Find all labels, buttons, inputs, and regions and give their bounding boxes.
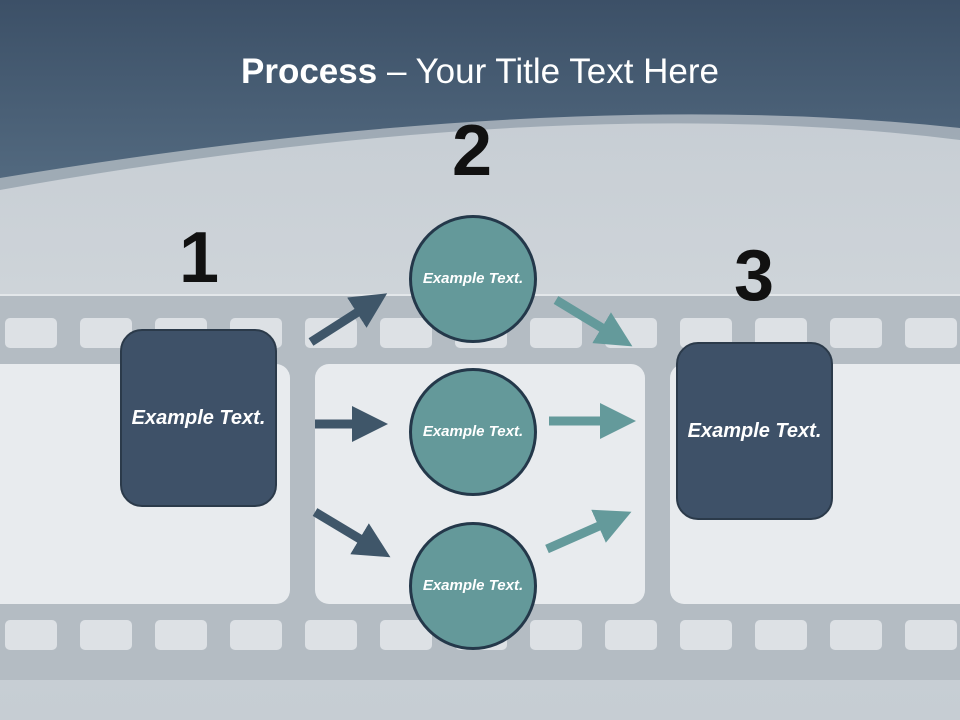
title-rest: – Your Title Text Here xyxy=(377,52,719,91)
sprocket-hole xyxy=(530,318,582,348)
step-2-circle-middle: Example Text. xyxy=(409,368,537,496)
sprocket-hole xyxy=(755,318,807,348)
step-number-1: 1 xyxy=(178,218,220,298)
arrow-1-to-2c xyxy=(312,508,391,558)
sprocket-hole xyxy=(830,620,882,650)
sprocket-hole xyxy=(905,318,957,348)
sprocket-hole xyxy=(530,620,582,650)
arrow-1-to-2a xyxy=(308,293,388,346)
sprocket-hole xyxy=(680,620,732,650)
sprocket-hole xyxy=(380,318,432,348)
step-2-circle-top: Example Text. xyxy=(409,215,537,343)
arrow-2a-to-3 xyxy=(553,296,633,347)
step-number-2: 2 xyxy=(451,111,493,191)
sprocket-hole xyxy=(305,620,357,650)
sprocket-hole xyxy=(755,620,807,650)
sprocket-hole xyxy=(155,620,207,650)
sprocket-hole xyxy=(905,620,957,650)
step-2-text-middle: Example Text. xyxy=(422,422,524,440)
step-1-text: Example Text. xyxy=(131,406,266,429)
step-2-text-bottom: Example Text. xyxy=(422,576,524,594)
sprocket-hole xyxy=(830,318,882,348)
sprocket-hole xyxy=(230,620,282,650)
step-number-3: 3 xyxy=(733,236,775,316)
arrow-2c-to-3 xyxy=(545,509,632,554)
sprocket-hole xyxy=(80,318,132,348)
sprocket-hole xyxy=(605,620,657,650)
header-band xyxy=(0,0,960,178)
sprocket-hole xyxy=(5,318,57,348)
step-3-box: Example Text. xyxy=(676,342,833,520)
sprocket-hole xyxy=(5,620,57,650)
title-bold: Process xyxy=(241,52,378,91)
slide-title: Process – Your Title Text Here xyxy=(0,52,960,92)
step-2-text-top: Example Text. xyxy=(422,269,524,287)
step-1-box: Example Text. xyxy=(120,329,277,507)
sprocket-hole xyxy=(380,620,432,650)
step-2-circle-bottom: Example Text. xyxy=(409,522,537,650)
sprocket-hole xyxy=(80,620,132,650)
step-3-text: Example Text. xyxy=(687,419,822,442)
sprocket-hole xyxy=(680,318,732,348)
